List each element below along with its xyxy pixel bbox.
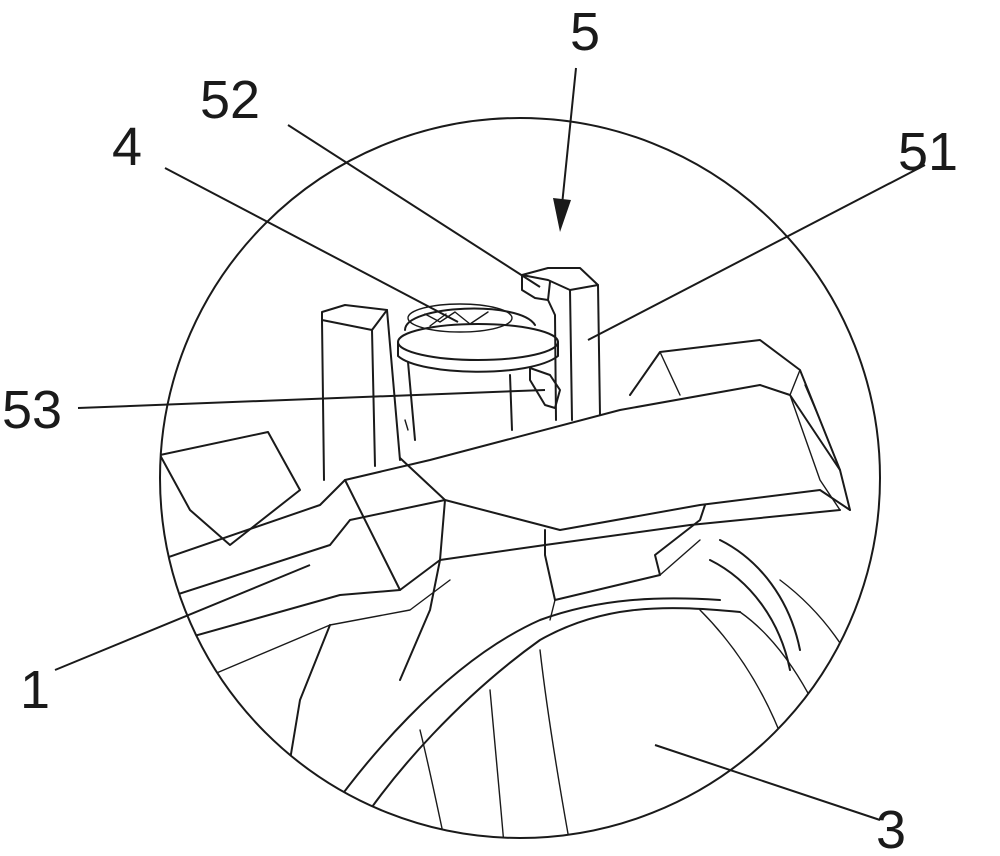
label-51: 51 (898, 122, 958, 182)
round-body-3 (300, 598, 830, 856)
screw-4 (398, 304, 558, 440)
rail-notch (545, 505, 705, 620)
clip-right-post (522, 268, 600, 420)
label-4: 4 (112, 117, 142, 177)
label-53: 53 (2, 380, 62, 440)
detail-contents (160, 268, 870, 856)
reference-labels: 5 52 4 51 53 1 3 (2, 2, 958, 856)
leader-5 (562, 68, 576, 205)
leader-3 (655, 745, 880, 820)
arrow-5-icon (553, 198, 571, 232)
leader-4 (165, 168, 458, 322)
ring (710, 540, 870, 700)
label-5: 5 (570, 2, 600, 62)
clip-left-post (322, 305, 408, 480)
leader-52 (288, 125, 540, 287)
label-1: 1 (20, 660, 50, 720)
housing-1 (160, 340, 850, 760)
leader-53 (78, 390, 545, 408)
label-52: 52 (200, 70, 260, 130)
label-3: 3 (876, 800, 906, 856)
detail-circle (160, 118, 880, 838)
leader-51 (588, 165, 925, 340)
leader-1 (55, 565, 310, 670)
